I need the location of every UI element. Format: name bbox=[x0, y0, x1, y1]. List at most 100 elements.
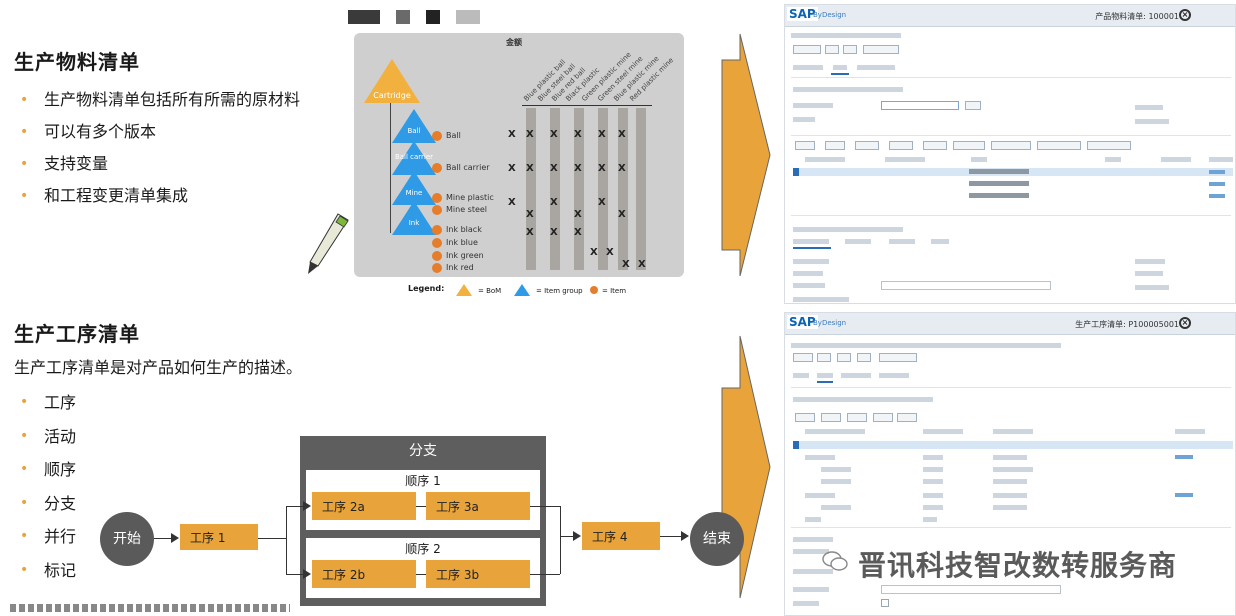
image-fragment bbox=[456, 10, 480, 24]
input-field[interactable] bbox=[881, 101, 959, 110]
table-row[interactable] bbox=[793, 441, 1233, 449]
toolbar-button[interactable] bbox=[1037, 141, 1081, 150]
legend-bom-icon bbox=[456, 284, 472, 296]
routing-bullet: 活动 bbox=[14, 420, 76, 454]
legend-item-icon bbox=[590, 286, 598, 294]
item-label: Mine steel bbox=[446, 205, 488, 214]
toolbar-button[interactable] bbox=[837, 353, 851, 362]
toolbar-button[interactable] bbox=[793, 353, 813, 362]
item-group-triangle-icon bbox=[392, 141, 436, 175]
toolbar-button[interactable] bbox=[825, 141, 845, 150]
sap-routing-window: SAP ByDesign 生产工序清单: P100005001 × bbox=[784, 312, 1236, 616]
routing-bullet: 并行 bbox=[14, 520, 76, 554]
routing-bullet: 分支 bbox=[14, 487, 76, 521]
toolbar-button[interactable] bbox=[923, 141, 947, 150]
item-dot-icon bbox=[432, 205, 442, 215]
toolbar-button[interactable] bbox=[843, 45, 857, 54]
bom-bullet: 可以有多个版本 bbox=[14, 116, 300, 148]
toolbar-button[interactable] bbox=[1087, 141, 1131, 150]
group-label: Mine bbox=[405, 189, 423, 197]
toolbar-button[interactable] bbox=[857, 353, 871, 362]
item-label: Ink blue bbox=[446, 238, 478, 247]
input-field[interactable] bbox=[881, 281, 1051, 290]
bom-top-label: 金额 bbox=[506, 38, 522, 47]
sequence-label: 顺序 2 bbox=[405, 542, 441, 556]
legend-group-icon bbox=[514, 284, 530, 296]
legend-bom-label: = BoM bbox=[478, 287, 502, 295]
toolbar-button[interactable] bbox=[991, 141, 1031, 150]
branch-title: 分支 bbox=[409, 443, 437, 459]
arrow-right-icon bbox=[718, 332, 774, 606]
toolbar-button[interactable] bbox=[863, 45, 899, 54]
legend-item-label: = Item bbox=[602, 287, 627, 295]
group-label: Ink bbox=[408, 219, 420, 227]
toolbar-button[interactable] bbox=[889, 141, 913, 150]
image-fragment bbox=[396, 10, 410, 24]
toolbar-button[interactable] bbox=[795, 141, 815, 150]
routing-bullet-list: 工序 活动 顺序 分支 并行 标记 bbox=[14, 386, 76, 587]
item-label: Ink black bbox=[446, 225, 482, 234]
toolbar-button[interactable] bbox=[873, 413, 893, 422]
bom-bullet: 生产物料清单包括所有所需的原材料 bbox=[14, 84, 300, 116]
toolbar-button[interactable] bbox=[793, 45, 821, 54]
operation-box: 工序 4 bbox=[582, 522, 660, 550]
bom-section-title: 生产物料清单 bbox=[14, 50, 140, 74]
item-label: Ball bbox=[446, 131, 461, 140]
toolbar-button[interactable] bbox=[855, 141, 879, 150]
close-icon[interactable]: × bbox=[1179, 317, 1191, 329]
sap-product: ByDesign bbox=[813, 319, 847, 327]
operation-box: 工序 3a bbox=[426, 492, 530, 520]
search-button[interactable] bbox=[965, 101, 981, 110]
start-node: 开始 bbox=[100, 512, 154, 566]
item-group-triangle-icon bbox=[392, 201, 436, 235]
legend-group-label: = Item group bbox=[536, 287, 583, 295]
routing-section-title: 生产工序清单 bbox=[14, 322, 140, 346]
legend-title: Legend: bbox=[408, 284, 445, 293]
close-icon[interactable]: × bbox=[1179, 9, 1191, 21]
sap-logo: SAP bbox=[787, 7, 818, 21]
item-group-triangle-icon bbox=[392, 109, 436, 143]
operation-box: 工序 1 bbox=[180, 524, 258, 550]
routing-bullet: 工序 bbox=[14, 386, 76, 420]
item-label: Ball carrier bbox=[446, 163, 490, 172]
toolbar-button[interactable] bbox=[825, 45, 839, 54]
toolbar-button[interactable] bbox=[821, 413, 841, 422]
item-dot-icon bbox=[432, 251, 442, 261]
toolbar-button[interactable] bbox=[847, 413, 867, 422]
toolbar-button[interactable] bbox=[817, 353, 831, 362]
sap-logo: SAP bbox=[787, 315, 818, 329]
item-label: Ink red bbox=[446, 263, 474, 272]
bom-bullet: 支持变量 bbox=[14, 148, 300, 180]
bom-bullet-list: 生产物料清单包括所有所需的原材料 可以有多个版本 支持变量 和工程变更清单集成 bbox=[14, 84, 300, 212]
sap-header: SAP ByDesign 产品物料清单: 100001 × bbox=[785, 5, 1235, 27]
footnote-fragment bbox=[10, 604, 290, 612]
end-node: 结束 bbox=[690, 512, 744, 566]
input-field[interactable] bbox=[881, 585, 1061, 594]
bom-diagram: 金额 Cartridge Ball Ball carrier Mine Ink … bbox=[354, 33, 684, 277]
item-dot-icon bbox=[432, 225, 442, 235]
wechat-icon bbox=[822, 548, 848, 574]
bom-bullet: 和工程变更清单集成 bbox=[14, 180, 300, 212]
item-dot-icon bbox=[432, 163, 442, 173]
sap-window-title: 生产工序清单: P100005001 bbox=[1075, 320, 1179, 329]
toolbar-button[interactable] bbox=[953, 141, 985, 150]
item-dot-icon bbox=[432, 263, 442, 273]
toolbar-button[interactable] bbox=[879, 353, 917, 362]
group-label: Ball carrier bbox=[394, 153, 434, 161]
item-group-triangle-icon bbox=[392, 171, 436, 205]
routing-bullet: 标记 bbox=[14, 554, 76, 588]
checkbox[interactable] bbox=[881, 599, 889, 607]
toolbar-button[interactable] bbox=[795, 413, 815, 422]
item-dot-icon bbox=[432, 193, 442, 203]
operation-box: 工序 2b bbox=[312, 560, 416, 588]
sap-window-title: 产品物料清单: 100001 bbox=[1095, 12, 1179, 21]
item-dot-icon bbox=[432, 238, 442, 248]
image-fragment bbox=[348, 10, 380, 24]
pen-icon bbox=[306, 212, 352, 276]
image-fragment bbox=[426, 10, 440, 24]
bom-triangle-icon bbox=[364, 59, 420, 103]
item-dot-icon bbox=[432, 131, 442, 141]
toolbar-button[interactable] bbox=[897, 413, 917, 422]
routing-description: 生产工序清单是对产品如何生产的描述。 bbox=[14, 358, 303, 377]
arrow-right-icon bbox=[718, 30, 774, 284]
